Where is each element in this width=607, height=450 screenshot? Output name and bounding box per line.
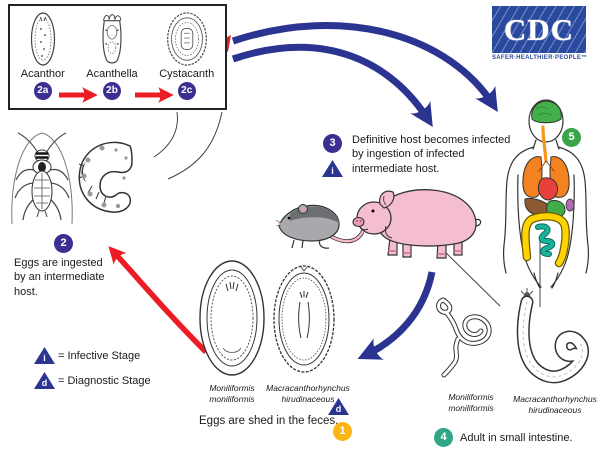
stage-cystacanth: Cystacanth 2c bbox=[159, 11, 214, 100]
badge-2a: 2a bbox=[33, 82, 52, 100]
arrow-human-to-eggs bbox=[357, 271, 436, 360]
badge-step-1: 1 bbox=[333, 422, 352, 441]
arrow-stages-to-step3 bbox=[231, 43, 433, 128]
cdc-logo-text: CDC bbox=[503, 12, 575, 47]
cystacanth-label: Cystacanth bbox=[159, 68, 215, 80]
cystacanth-drawing bbox=[166, 12, 207, 66]
legend-infective-icon: i bbox=[34, 347, 55, 364]
human-anatomy-drawing bbox=[503, 99, 589, 289]
badge-step-5: 5 bbox=[562, 128, 581, 147]
pig-drawing bbox=[352, 189, 482, 259]
stage-acanthella: Acanthella 2b bbox=[86, 11, 138, 100]
species-egg-moniliformis: Moniliformis moniliformis bbox=[209, 383, 255, 405]
species-adult-macracanthorhynchus: Macracanthorhynchus hirudinaceous bbox=[513, 394, 597, 416]
badge-step-4: 4 bbox=[434, 428, 453, 447]
arrow-2b-to-2c bbox=[135, 87, 174, 103]
arrow-2a-to-2b bbox=[59, 87, 98, 103]
species-adult-moniliformis: Moniliformis moniliformis bbox=[448, 392, 494, 414]
acanthella-drawing bbox=[102, 14, 122, 64]
egg-moniliformis-drawing bbox=[199, 260, 265, 376]
arrow-stages-to-human bbox=[231, 21, 498, 113]
acanthor-label: Acanthor bbox=[20, 68, 65, 80]
cdc-logo: CDC SAFER·HEALTHIER·PEOPLE™ bbox=[492, 6, 588, 61]
step-2-text: Eggs are ingested by an intermediate hos… bbox=[14, 257, 105, 298]
adult-worm-moniliformis-drawing bbox=[436, 297, 492, 378]
legend-diagnostic-icon: d bbox=[34, 372, 55, 389]
species-egg-macracanthorhynchus: Macracanthorhynchus hirudinaceous bbox=[266, 383, 350, 405]
egg-macracanthorhynchus-drawing bbox=[273, 265, 335, 373]
leader-line-box-to-grub-2 bbox=[167, 111, 223, 180]
step-3-text: Definitive host becomes infected by inge… bbox=[352, 134, 511, 175]
larval-stages-box: Acanthor 2a Acanthella 2b Cys bbox=[8, 4, 227, 110]
acanthor-drawing bbox=[30, 12, 55, 66]
leader-line-box-to-grub bbox=[153, 111, 178, 158]
legend-diagnostic-label: = Diagnostic Stage bbox=[58, 375, 151, 387]
legend-infective-label: = Infective Stage bbox=[58, 350, 141, 362]
step-3-infective-icon: i bbox=[322, 160, 343, 177]
badge-step-3: 3 bbox=[323, 134, 342, 153]
badge-step-2: 2 bbox=[54, 234, 73, 253]
cockroach-drawing bbox=[11, 132, 73, 225]
step-4-text: Adult in small intestine. bbox=[460, 432, 573, 444]
badge-2b: 2b bbox=[102, 82, 121, 100]
cdc-logo-box: CDC bbox=[492, 6, 586, 53]
step-1-text: Eggs are shed in the feces. bbox=[199, 415, 339, 427]
rat-drawing bbox=[276, 204, 364, 249]
cdc-tagline: SAFER·HEALTHIER·PEOPLE™ bbox=[492, 55, 588, 61]
adult-worm-macracanthorhynchus-drawing bbox=[516, 288, 590, 384]
grub-larva-drawing bbox=[78, 141, 133, 213]
stage-acanthor: Acanthor 2a bbox=[21, 11, 65, 100]
acanthella-label: Acanthella bbox=[86, 68, 138, 80]
badge-2c: 2c bbox=[177, 82, 196, 100]
